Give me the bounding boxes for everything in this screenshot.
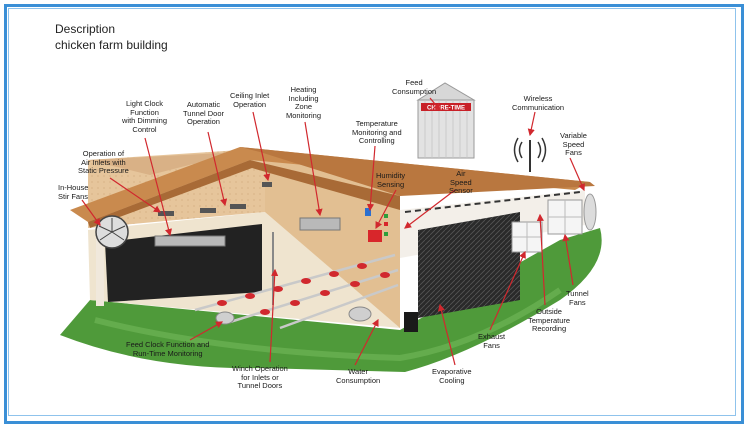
- stir-fan: [96, 216, 128, 248]
- wireless-antenna: [515, 138, 546, 172]
- control-box: [404, 312, 418, 332]
- silo-brand: CHORE-TIME: [427, 106, 465, 112]
